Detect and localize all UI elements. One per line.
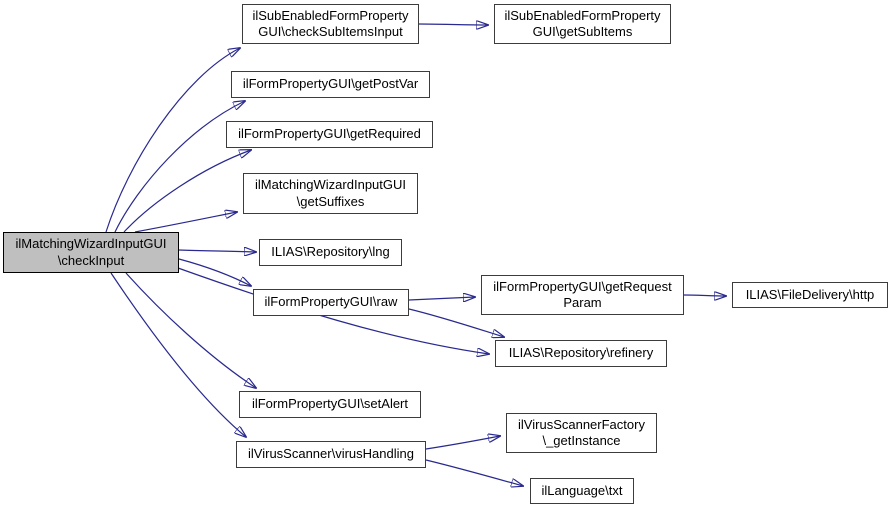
node-label-line: \checkInput bbox=[57, 252, 125, 268]
edge-virushandling-to-getinstance bbox=[425, 436, 500, 450]
node-label-line: \_getInstance bbox=[542, 433, 621, 448]
node-label-line: ILIAS\Repository\refinery bbox=[508, 345, 654, 361]
edge-checkinput-to-checksubitemsinput bbox=[105, 48, 240, 233]
node-label-line: ilMatchingWizardInputGUI bbox=[15, 236, 167, 251]
node-getpostvar[interactable]: ilFormPropertyGUI\getPostVar bbox=[231, 71, 430, 98]
edge-raw-to-getrequestparam bbox=[408, 297, 475, 300]
node-label-line: ilFormPropertyGUI\raw bbox=[264, 294, 398, 310]
edge-checksubitemsinput-to-getsubitems bbox=[418, 24, 488, 25]
edge-checkinput-to-getpostvar bbox=[114, 101, 245, 233]
node-label-line: ilFormPropertyGUI\getRequired bbox=[238, 126, 421, 142]
node-checksubitemsinput[interactable]: ilSubEnabledFormProperty GUI\checkSubIte… bbox=[242, 4, 419, 44]
node-label-line: ilLanguage\txt bbox=[541, 482, 623, 498]
edge-getrequestparam-to-http bbox=[683, 295, 726, 296]
node-label-line: ilSubEnabledFormProperty bbox=[504, 7, 661, 23]
node-getrequestparam[interactable]: ilFormPropertyGUI\getRequest Param bbox=[481, 275, 684, 315]
node-virushandling[interactable]: ilVirusScanner\virusHandling bbox=[236, 441, 426, 468]
node-label-line: ILIAS\FileDelivery\http bbox=[745, 286, 875, 302]
node-setalert[interactable]: ilFormPropertyGUI\setAlert bbox=[239, 391, 421, 418]
node-label-line: GUI\checkSubItemsInput bbox=[258, 24, 403, 39]
node-txt[interactable]: ilLanguage\txt bbox=[530, 478, 634, 504]
node-label-line: ilFormPropertyGUI\getRequest bbox=[493, 278, 672, 294]
node-lng[interactable]: ILIAS\Repository\lng bbox=[259, 239, 402, 266]
edge-virushandling-to-txt bbox=[425, 459, 523, 486]
node-refinery[interactable]: ILIAS\Repository\refinery bbox=[495, 340, 667, 367]
node-label-line: ilSubEnabledFormProperty bbox=[252, 7, 409, 23]
node-getinstance[interactable]: ilVirusScannerFactory \_getInstance bbox=[506, 413, 657, 453]
edge-checkinput-to-virushandling bbox=[110, 272, 246, 437]
edge-checkinput-to-getsuffixes bbox=[134, 212, 237, 233]
edge-checkinput-to-setalert bbox=[125, 272, 256, 388]
node-label-line: ilFormPropertyGUI\setAlert bbox=[251, 396, 409, 412]
edge-raw-to-refinery bbox=[408, 308, 504, 337]
node-label-line: GUI\getSubItems bbox=[532, 24, 633, 39]
edge-checkinput-to-getrequired bbox=[123, 150, 251, 233]
node-label-line: ilVirusScannerFactory bbox=[518, 416, 645, 432]
node-label-line: \getSuffixes bbox=[296, 193, 365, 209]
node-getrequired[interactable]: ilFormPropertyGUI\getRequired bbox=[226, 121, 433, 148]
node-label-line: ilMatchingWizardInputGUI bbox=[255, 177, 406, 192]
node-checkinput[interactable]: ilMatchingWizardInputGUI \checkInput bbox=[3, 232, 179, 273]
node-getsuffixes[interactable]: ilMatchingWizardInputGUI \getSuffixes bbox=[243, 173, 418, 214]
node-label-line: ilFormPropertyGUI\getPostVar bbox=[242, 76, 419, 92]
node-label-line: Param bbox=[563, 295, 602, 310]
node-label-line: ILIAS\Repository\lng bbox=[271, 244, 390, 260]
edge-checkinput-to-raw bbox=[178, 258, 251, 286]
node-getsubitems[interactable]: ilSubEnabledFormProperty GUI\getSubItems bbox=[494, 4, 671, 44]
node-raw[interactable]: ilFormPropertyGUI\raw bbox=[253, 289, 409, 316]
edge-checkinput-to-lng bbox=[178, 250, 256, 252]
node-http[interactable]: ILIAS\FileDelivery\http bbox=[732, 282, 888, 308]
edge-checkinput-to-refinery bbox=[177, 267, 489, 354]
node-label-line: ilVirusScanner\virusHandling bbox=[248, 446, 414, 462]
